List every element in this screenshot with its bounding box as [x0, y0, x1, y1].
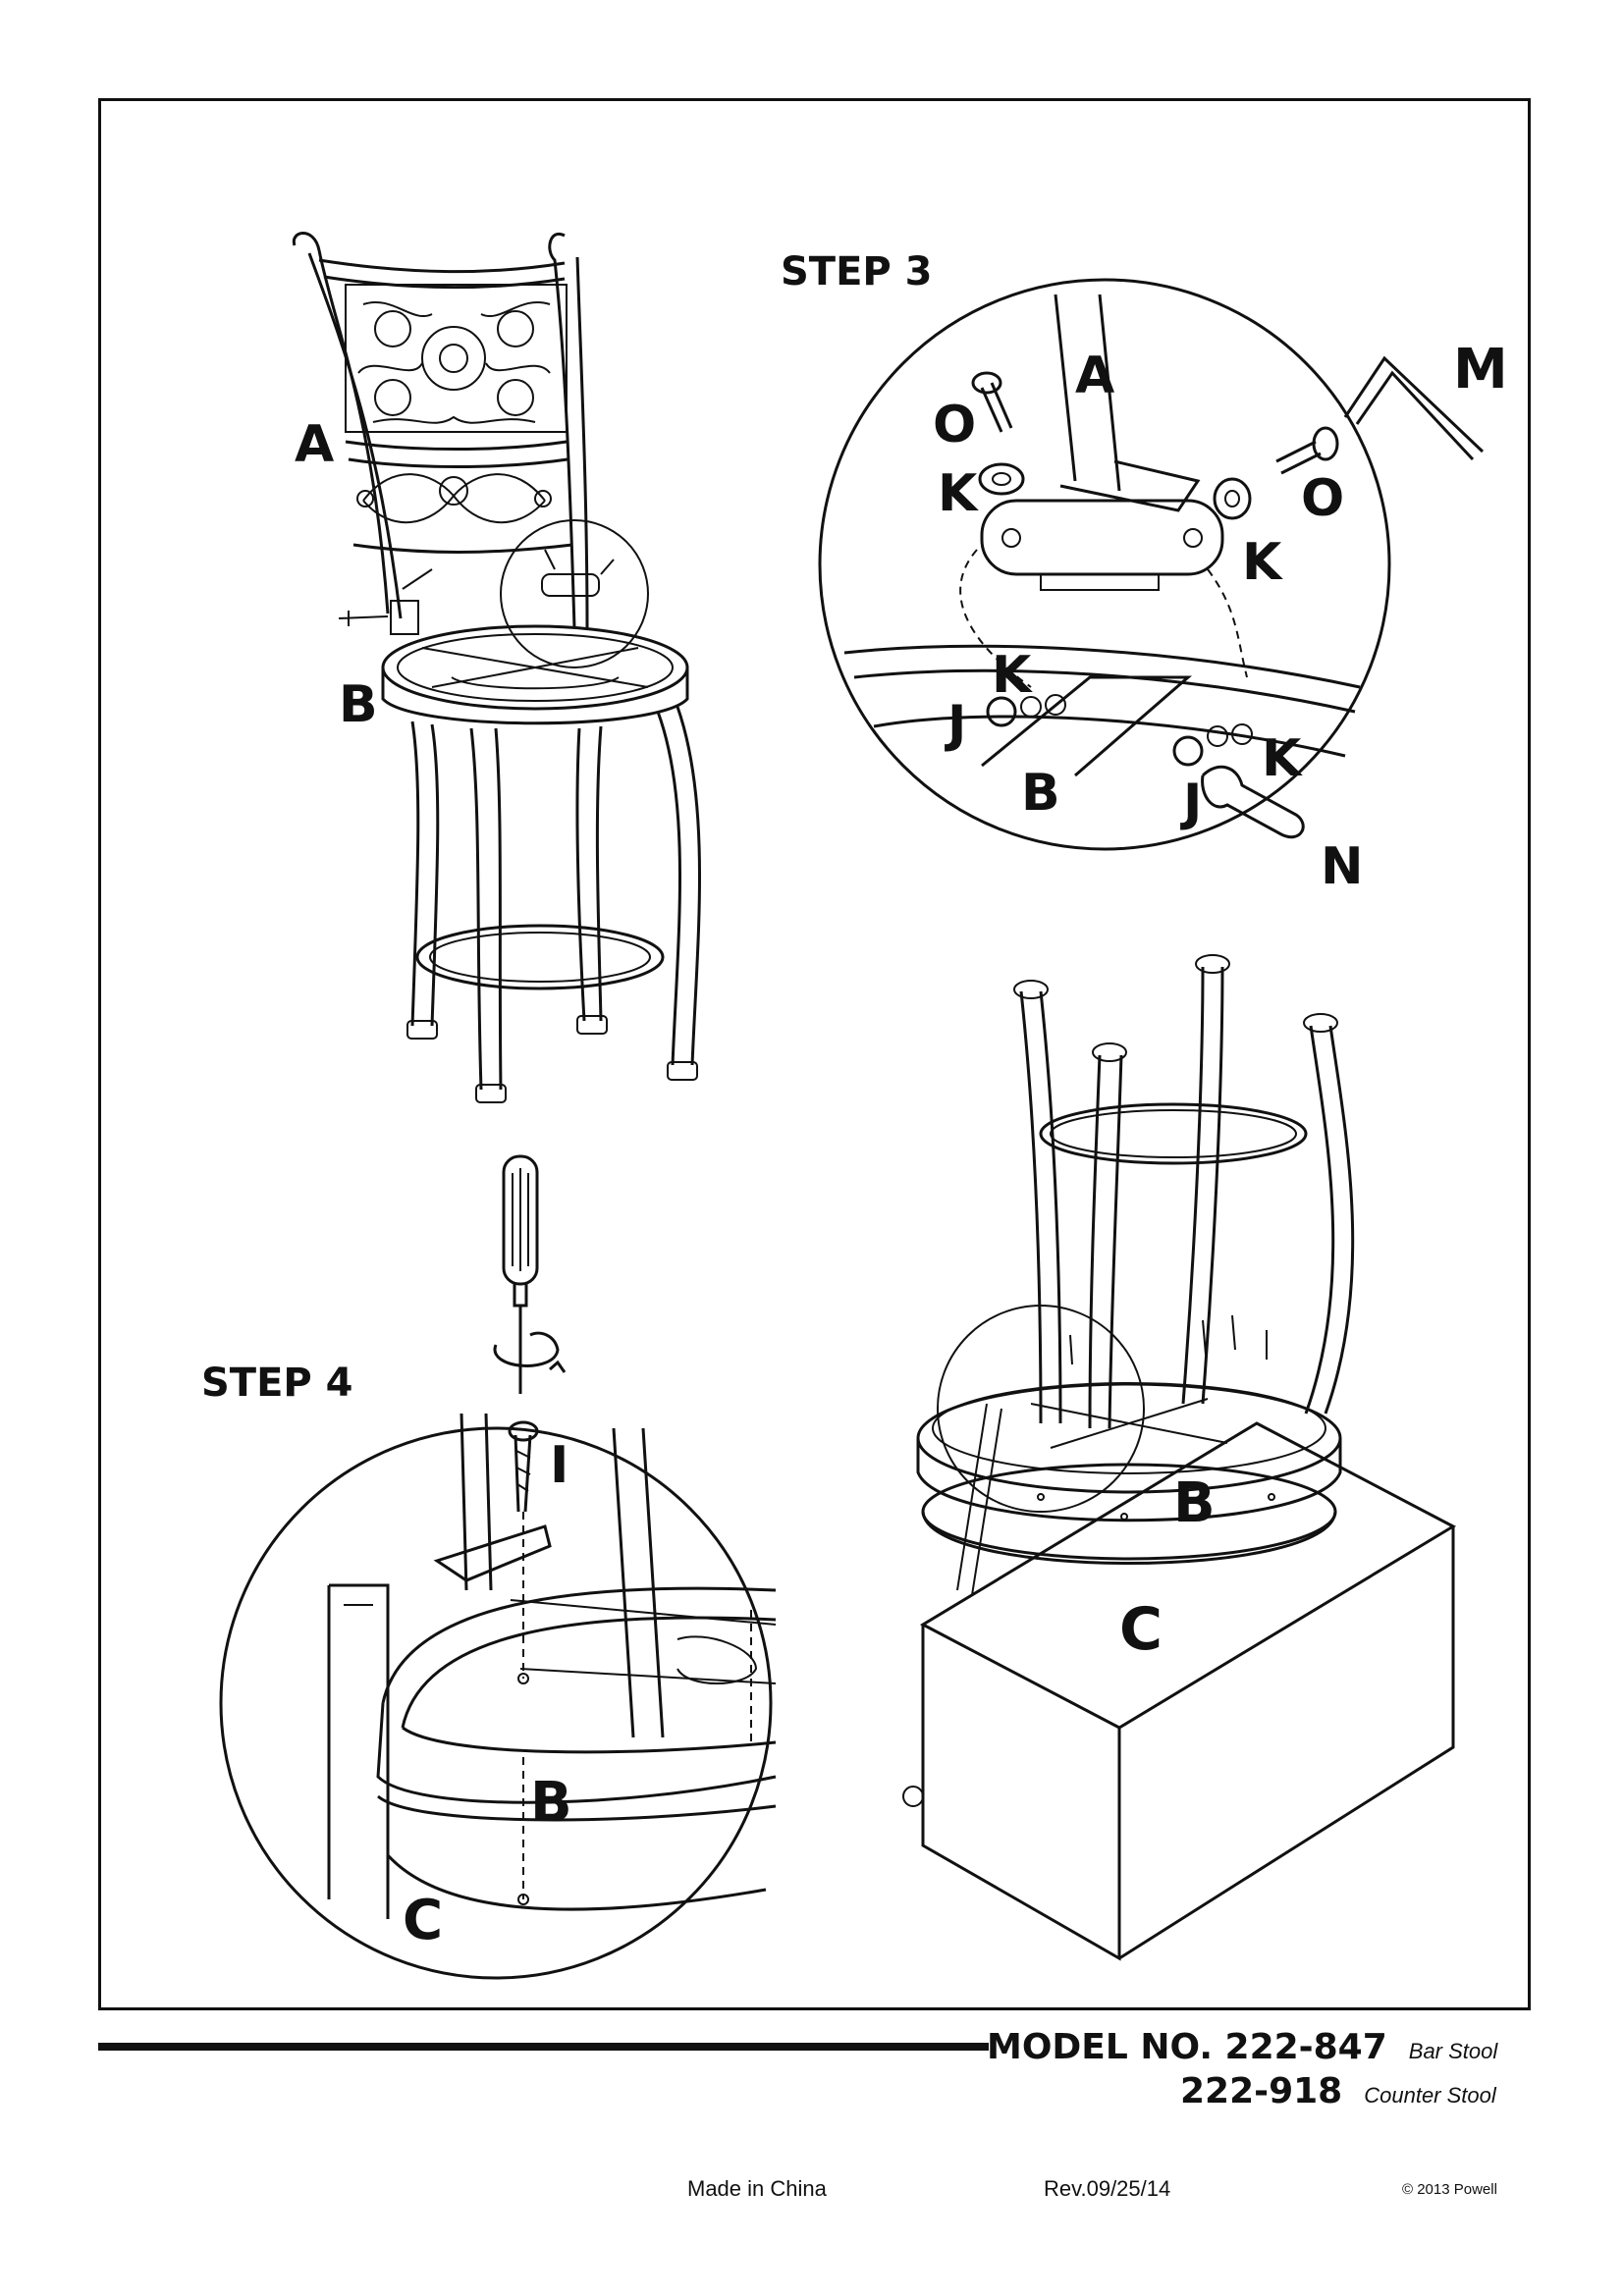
- copyright-text: © 2013 Powell: [1402, 2181, 1497, 2198]
- model-number-2: 222-918: [1180, 2071, 1343, 2111]
- step-4-detail-circle: [219, 1413, 777, 1980]
- step-4-heading: STEP 4: [201, 1361, 353, 1406]
- model-row-counter-stool: 222-918 Counter Stool: [1180, 2071, 1496, 2111]
- callout-k-center-step3: K: [992, 646, 1033, 705]
- callout-b-main: B: [339, 675, 378, 734]
- callout-k-right-step3: K: [1242, 533, 1283, 592]
- callout-j-left-step3: J: [945, 695, 966, 754]
- callout-b-inverted: B: [1173, 1471, 1216, 1535]
- screwdriver-icon: [493, 1154, 567, 1394]
- model-1-description: Bar Stool: [1408, 2039, 1498, 2063]
- callout-c-step4: C: [403, 1889, 443, 1952]
- callout-k-left-step3: K: [938, 464, 979, 523]
- model-number-1: MODEL NO. 222-847: [987, 2027, 1387, 2067]
- footer-rule: [98, 2043, 989, 2051]
- revision-text: Rev.09/25/14: [1044, 2176, 1171, 2201]
- callout-c-inverted: C: [1119, 1595, 1163, 1664]
- model-row-bar-stool: MODEL NO. 222-847 Bar Stool: [987, 2027, 1497, 2067]
- callout-a-step3: A: [1075, 347, 1114, 405]
- model-2-description: Counter Stool: [1364, 2083, 1496, 2108]
- callout-k-lower-step3: K: [1262, 729, 1303, 788]
- callout-m-step3: M: [1453, 338, 1508, 401]
- step-3-detail-circle: [818, 278, 1485, 851]
- made-in-text: Made in China: [687, 2176, 827, 2201]
- callout-i-step4: I: [550, 1436, 568, 1495]
- callout-o-right-step3: O: [1301, 469, 1344, 528]
- callout-b-step3: B: [1021, 764, 1060, 823]
- illustration-frame: [98, 98, 1531, 2010]
- step-3-heading: STEP 3: [781, 249, 933, 294]
- callout-b-step4: B: [530, 1771, 572, 1835]
- inverted-stool-drawing: [902, 954, 1457, 1961]
- callout-n-step3: N: [1321, 837, 1364, 896]
- bar-stool-drawing: [292, 232, 701, 1103]
- callout-o-left-step3: O: [933, 396, 976, 454]
- callout-a-main: A: [295, 415, 334, 474]
- callout-j-right-step3: J: [1180, 774, 1202, 832]
